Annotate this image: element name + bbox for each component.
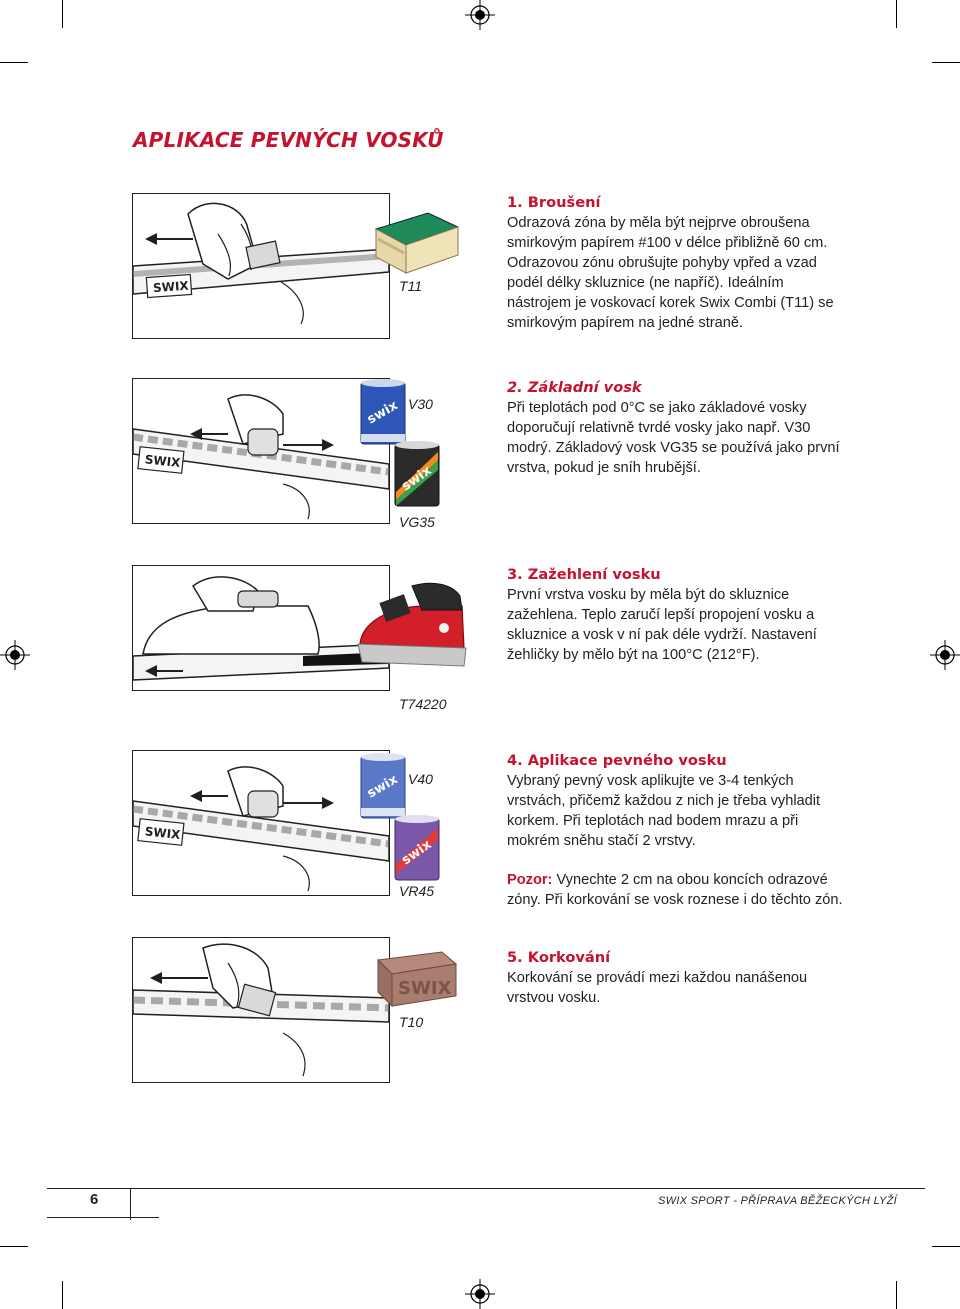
cork-t11-icon (374, 212, 460, 274)
step-4: 4. Aplikace pevného vosku Vybraný pevný … (507, 751, 847, 910)
crop-mark-br-h (932, 1246, 960, 1247)
base-wax-illustration: SWIX (132, 378, 390, 524)
ironing-illustration (132, 565, 390, 691)
sanding-illustration: SWIX (132, 193, 390, 339)
crop-mark-bl-v (62, 1281, 63, 1309)
step-1-text: Odrazová zóna by měla být nejprve obrouš… (507, 215, 834, 331)
product-label-v30: V30 (408, 396, 433, 412)
svg-text:SWIX: SWIX (144, 452, 182, 470)
step-4-heading: 4. Aplikace pevného vosku (507, 752, 727, 769)
registration-mark-right-icon (930, 640, 960, 670)
footer-number-underline (47, 1217, 159, 1218)
step-4-warning-text: Vynechte 2 cm na obou koncích odrazové z… (507, 872, 843, 908)
svg-text:SWIX: SWIX (398, 978, 452, 999)
registration-mark-left-icon (0, 640, 30, 670)
step-3-text: První vrstva vosku by měla být do skluzn… (507, 587, 817, 663)
crop-mark-bl-h (0, 1246, 28, 1247)
wax-tin-vg35-icon: swix (394, 441, 440, 507)
product-label-t74220: T74220 (399, 696, 447, 712)
footer-number-divider (130, 1188, 131, 1220)
product-label-v40: V40 (408, 771, 433, 787)
step-4-warning: Pozor: Vynechte 2 cm na obou koncích odr… (507, 870, 847, 910)
wax-tin-vr45-icon: swix (394, 815, 440, 881)
step-1-heading: 1. Broušení (507, 194, 601, 211)
step-1: 1. Broušení Odrazová zóna by měla být ne… (507, 193, 847, 333)
step-2-heading: 2. Základní vosk (507, 379, 642, 396)
crop-mark-tr-v (896, 0, 897, 28)
grip-wax-illustration: SWIX (132, 750, 390, 896)
step-5-text: Korkování se provádí mezi každou nanášen… (507, 970, 808, 1006)
crop-mark-tr-h (932, 62, 960, 63)
cork-t10-icon: SWIX (376, 951, 458, 1008)
product-label-vg35: VG35 (399, 514, 435, 530)
crop-mark-tl-h (0, 62, 28, 63)
footer-running-title: SWIX SPORT - PŘÍPRAVA BĚŽECKÝCH LYŽÍ (658, 1195, 898, 1207)
wax-tin-v30-icon: swix (360, 379, 406, 445)
page-title: APLIKACE PEVNÝCH VOSKŮ (133, 128, 444, 152)
iron-t74220-icon (357, 582, 467, 667)
step-2: 2. Základní vosk Při teplotách pod 0°C s… (507, 378, 847, 478)
product-label-t11: T11 (399, 278, 423, 294)
step-4-text: Vybraný pevný vosk aplikujte ve 3-4 tenk… (507, 773, 821, 849)
footer-rule (47, 1188, 925, 1189)
registration-mark-top-icon (465, 0, 495, 30)
svg-text:SWIX: SWIX (153, 279, 190, 296)
crop-mark-tl-v (62, 0, 63, 28)
product-label-t10: T10 (399, 1014, 424, 1030)
crop-mark-br-v (896, 1281, 897, 1309)
step-3: 3. Zažehlení vosku První vrstva vosku by… (507, 565, 847, 665)
wax-tin-v40-icon: swix (360, 753, 406, 819)
step-5-heading: 5. Korkování (507, 949, 611, 966)
step-2-text: Při teplotách pod 0°C se jako základové … (507, 400, 840, 476)
page-number: 6 (90, 1191, 99, 1208)
corking-illustration (132, 937, 390, 1083)
registration-mark-bottom-icon (465, 1279, 495, 1309)
step-4-warning-label: Pozor: (507, 872, 553, 888)
step-5: 5. Korkování Korkování se provádí mezi k… (507, 948, 847, 1008)
svg-text:SWIX: SWIX (144, 824, 182, 842)
step-3-heading: 3. Zažehlení vosku (507, 566, 661, 583)
product-label-vr45: VR45 (399, 883, 435, 899)
